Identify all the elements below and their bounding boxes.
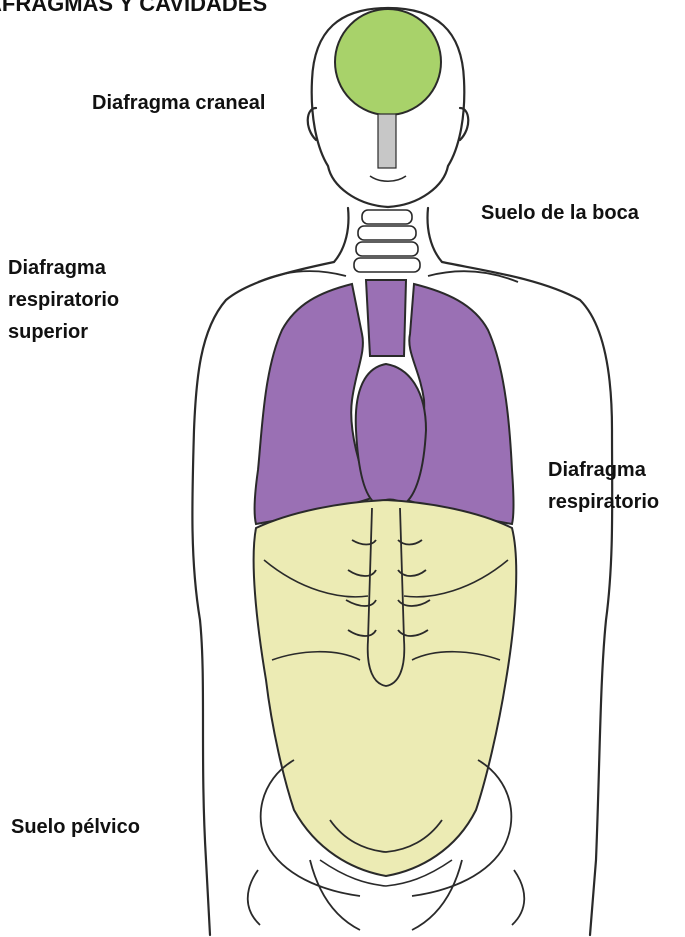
neck-vertebrae: [354, 210, 420, 272]
label-upper-resp-line2: respiratorio: [8, 285, 119, 315]
label-upper-resp-line3: superior: [8, 317, 88, 347]
clavicle-left: [258, 271, 346, 282]
heart: [356, 364, 426, 504]
label-cranial-diaphragm: Diafragma craneal: [92, 88, 265, 118]
label-resp-line1: Diafragma: [548, 455, 646, 485]
clavicle-right: [428, 271, 518, 282]
thoracic-cavity: [255, 280, 514, 524]
label-pelvic-floor: Suelo pélvico: [11, 812, 140, 842]
abdominal-cavity: [254, 500, 517, 876]
cranial-cavity: [335, 9, 441, 115]
left-lung: [255, 284, 372, 524]
label-upper-resp-line1: Diafragma: [8, 253, 106, 283]
label-mouth-floor: Suelo de la boca: [481, 198, 639, 228]
label-resp-line2: respiratorio: [548, 487, 659, 517]
mouth: [370, 176, 406, 181]
mediastinum: [366, 280, 406, 356]
spinal-canal: [378, 114, 396, 168]
